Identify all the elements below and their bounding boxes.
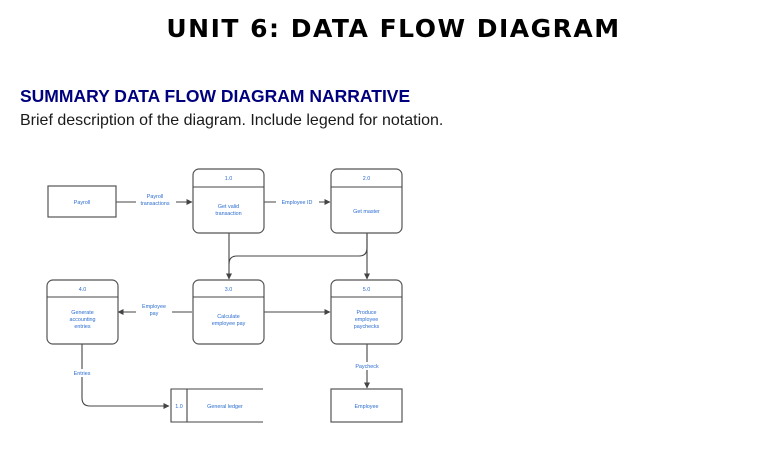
svg-text:Calculate: Calculate <box>217 314 239 320</box>
process-5: 5.0 Produce employee paychecks <box>330 279 403 345</box>
section-heading: SUMMARY DATA FLOW DIAGRAM NARRATIVE <box>20 86 411 106</box>
svg-text:1.0: 1.0 <box>225 176 233 182</box>
svg-text:Payroll: Payroll <box>147 194 163 200</box>
process-1: 1.0 Get valid transaction <box>192 168 265 234</box>
flow-2-to-3 <box>228 233 368 265</box>
process-4: 4.0 Generate accounting entries <box>46 279 119 345</box>
process-3: 3.0 Calculate employee pay <box>192 279 265 345</box>
svg-text:paychecks: paychecks <box>354 324 380 330</box>
flow-label-payroll-transactions: Payroll transactions <box>136 193 176 208</box>
process-2: 2.0 Get master <box>330 168 403 234</box>
svg-text:pay: pay <box>150 311 159 317</box>
svg-text:Paycheck: Paycheck <box>355 364 379 370</box>
svg-text:Payroll: Payroll <box>74 200 90 206</box>
svg-text:4.0: 4.0 <box>79 287 87 293</box>
svg-text:Entries: Entries <box>74 371 91 377</box>
flow-label-entries: Entries <box>68 369 96 377</box>
svg-text:Employee ID: Employee ID <box>282 200 313 206</box>
flow-label-employee-pay: Employee pay <box>136 302 172 318</box>
svg-text:2.0: 2.0 <box>363 176 371 182</box>
svg-text:Get master: Get master <box>353 209 380 215</box>
flow-label-paycheck: Paycheck <box>350 362 384 370</box>
entity-employee: Employee <box>330 388 403 423</box>
svg-text:employee pay: employee pay <box>212 321 246 327</box>
svg-text:Produce: Produce <box>356 310 376 316</box>
svg-text:Generate: Generate <box>71 310 93 316</box>
svg-text:5.0: 5.0 <box>363 287 371 293</box>
svg-text:transaction: transaction <box>215 211 241 217</box>
svg-text:General ledger: General ledger <box>207 404 243 410</box>
svg-text:employee: employee <box>355 317 378 323</box>
flow-label-employee-id: Employee ID <box>276 198 319 206</box>
svg-text:1.0: 1.0 <box>175 404 183 410</box>
flow-4-to-ledger <box>81 344 170 409</box>
svg-text:Employee: Employee <box>142 304 166 310</box>
svg-text:transactions: transactions <box>140 201 169 207</box>
entity-payroll: Payroll <box>47 185 117 218</box>
svg-text:3.0: 3.0 <box>225 287 233 293</box>
data-store-general-ledger: 1.0 General ledger <box>170 388 263 423</box>
svg-text:accounting: accounting <box>69 317 95 323</box>
section-description: Brief description of the diagram. Includ… <box>20 112 444 129</box>
svg-text:entries: entries <box>74 324 90 330</box>
page-title: UNIT 6: DATA FLOW DIAGRAM <box>166 14 621 43</box>
svg-text:Get valid: Get valid <box>218 204 239 210</box>
svg-text:Employee: Employee <box>355 404 379 410</box>
